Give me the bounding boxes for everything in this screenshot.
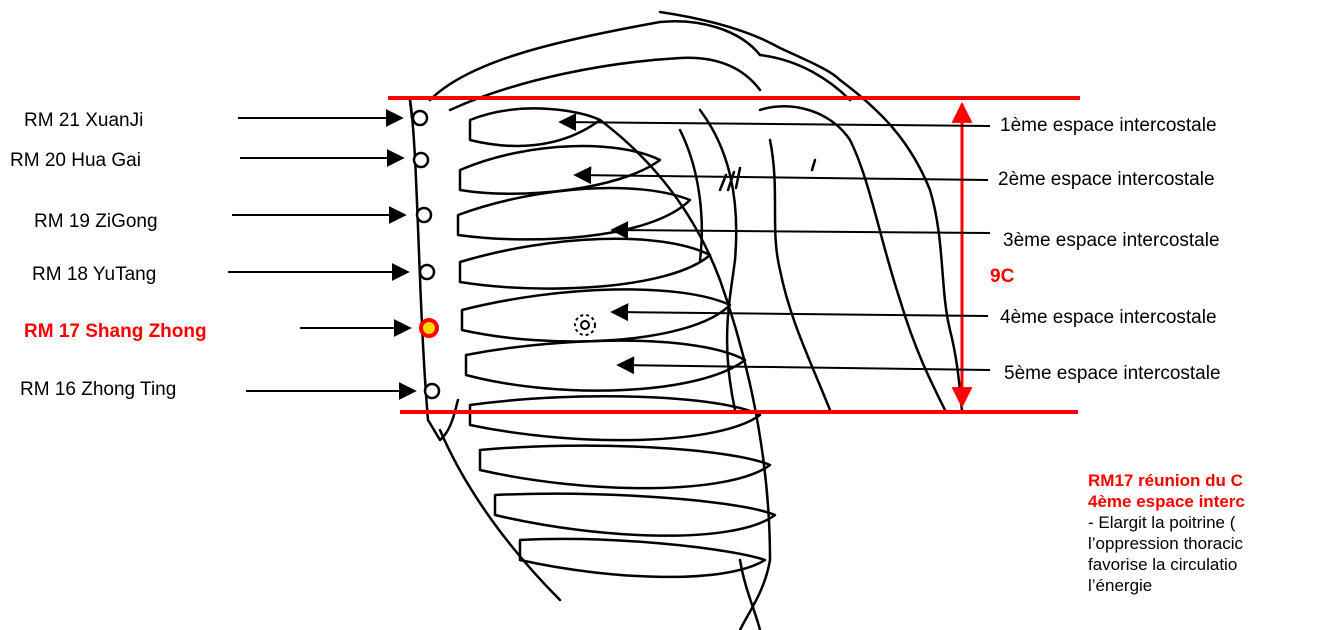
acupoint-label-rm17: RM 17 Shang Zhong [24,322,207,341]
intercostal-label-2: 2ème espace intercostale [998,170,1215,189]
ribcage-illustration [410,12,962,630]
point-rm21 [413,111,427,125]
intercostal-label-5: 5ème espace intercostale [1004,364,1221,383]
note-block: RM17 réunion du C 4ème espace interc - E… [1088,470,1320,630]
point-rm19 [417,208,431,222]
acupoint-arrows [228,118,415,391]
acupoint-markers [413,111,439,398]
point-rm20 [414,153,428,167]
note-heading-2: 4ème espace interc [1088,491,1320,512]
point-rm17 [421,320,437,336]
point-rm16 [425,384,439,398]
note-heading-1: RM17 réunion du C [1088,470,1320,491]
note-body-1: - Elargit la poitrine ( [1088,512,1320,533]
acupoint-label-rm20: RM 20 Hua Gai [10,151,141,170]
intercostal-label-4: 4ème espace intercostale [1000,308,1217,327]
note-body-4: l’énergie [1088,575,1320,596]
intercostal-label-3: 3ème espace intercostale [1003,231,1220,250]
point-rm18 [420,265,434,279]
acupoint-label-rm18: RM 18 YuTang [32,265,156,284]
note-body-2: l’oppression thoracic [1088,533,1320,554]
measure-label: 9C [990,266,1015,287]
acupoint-label-rm16: RM 16 Zhong Ting [20,380,176,399]
acupoint-label-rm19: RM 19 ZiGong [34,212,158,231]
point-marker-icon [575,315,595,335]
acupoint-label-rm21: RM 21 XuanJi [24,111,143,130]
intercostal-label-1: 1ème espace intercostale [1000,116,1217,135]
note-body-3: favorise la circulatio [1088,554,1320,575]
